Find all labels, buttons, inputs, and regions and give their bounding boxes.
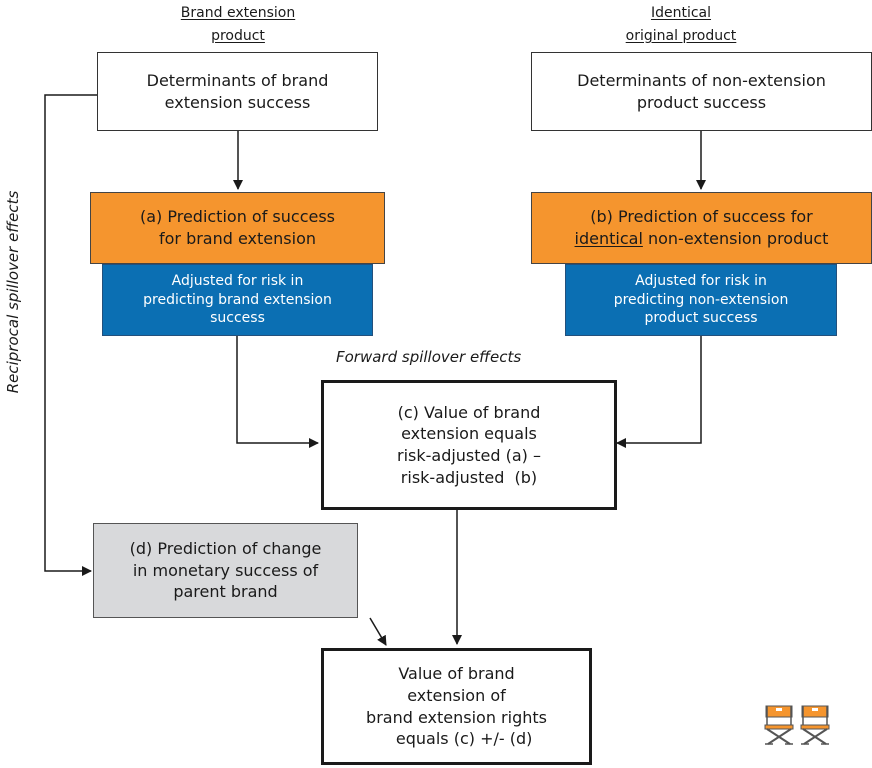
final-value-line1: Value of brand [398,664,515,683]
prediction-b-box: (b) Prediction of success for identical … [531,192,872,264]
right-header-line2: original product [625,27,737,44]
prediction-b-suffix: non-extension product [642,229,829,248]
prediction-b-line2: identical non-extension product [575,228,829,250]
determinants-right-line1: Determinants of non-extension [577,70,826,90]
prediction-b-underlined-word: identical [574,229,643,248]
left-header-line2: product [211,27,265,44]
arrow-risk-left-to-c [236,336,319,448]
prediction-a-line1: (a) Prediction of success [139,207,336,227]
determinants-non-extension-box: Determinants of non-extension product su… [531,52,872,131]
forward-spillover-label: Forward spillover effects [336,348,522,366]
determinants-left-line1: Determinants of brand [146,70,329,90]
right-column-header: Identical original product [581,2,781,48]
value-c-line4: risk-adjusted (b) [400,467,538,487]
determinants-brand-extension-box: Determinants of brand extension success [97,52,378,131]
prediction-d-line2: in monetary success of [132,560,319,580]
prediction-d-line3: parent brand [173,582,278,602]
final-value-line2: extension of [407,685,506,705]
risk-right-line3: product success [644,310,758,327]
directors-chair-icon [764,705,794,745]
risk-right-line1: Adjusted for risk in [635,273,767,290]
value-c-line3: risk-adjusted (a) – [396,446,541,465]
risk-left-line3: success [210,310,265,327]
risk-adjustment-right-box: Adjusted for risk in predicting non-exte… [565,264,837,336]
reciprocal-spillover-label: Reciprocal spillover effects [4,190,22,394]
determinants-left-line2: extension success [164,92,311,112]
left-header-line1: Brand extension [180,5,296,21]
prediction-a-box: (a) Prediction of success for brand exte… [90,192,385,264]
left-column-header: Brand extension product [138,2,338,48]
final-value-line4: equals (c) +/- (d) [380,729,533,749]
determinants-right-line2: product success [636,92,767,112]
value-c-line2: extension equals [401,424,537,444]
risk-left-line1: Adjusted for risk in [171,273,304,290]
arrow-risk-right-to-c [616,336,702,448]
risk-right-line2: predicting non-extension [613,291,789,308]
final-value-box: Value of brand extension of brand extens… [321,648,592,765]
prediction-b-line1: (b) Prediction of success for [590,207,813,227]
value-c-line1: (c) Value of brand [397,402,541,422]
prediction-d-line1: (d) Prediction of change [129,538,322,558]
prediction-a-line2: for brand extension [158,229,316,248]
value-c-box: (c) Value of brand extension equals risk… [321,380,617,510]
risk-left-line2: predicting brand extension [143,291,332,308]
risk-adjustment-left-box: Adjusted for risk in predicting brand ex… [102,264,373,336]
prediction-d-box: (d) Prediction of change in monetary suc… [93,523,358,618]
right-header-line1: Identical [650,5,712,21]
arrow-d-to-final [369,617,387,646]
arrow-reciprocal-to-d [44,94,97,576]
final-value-line3: brand extension rights [366,707,547,727]
directors-chair-icon [800,705,830,745]
